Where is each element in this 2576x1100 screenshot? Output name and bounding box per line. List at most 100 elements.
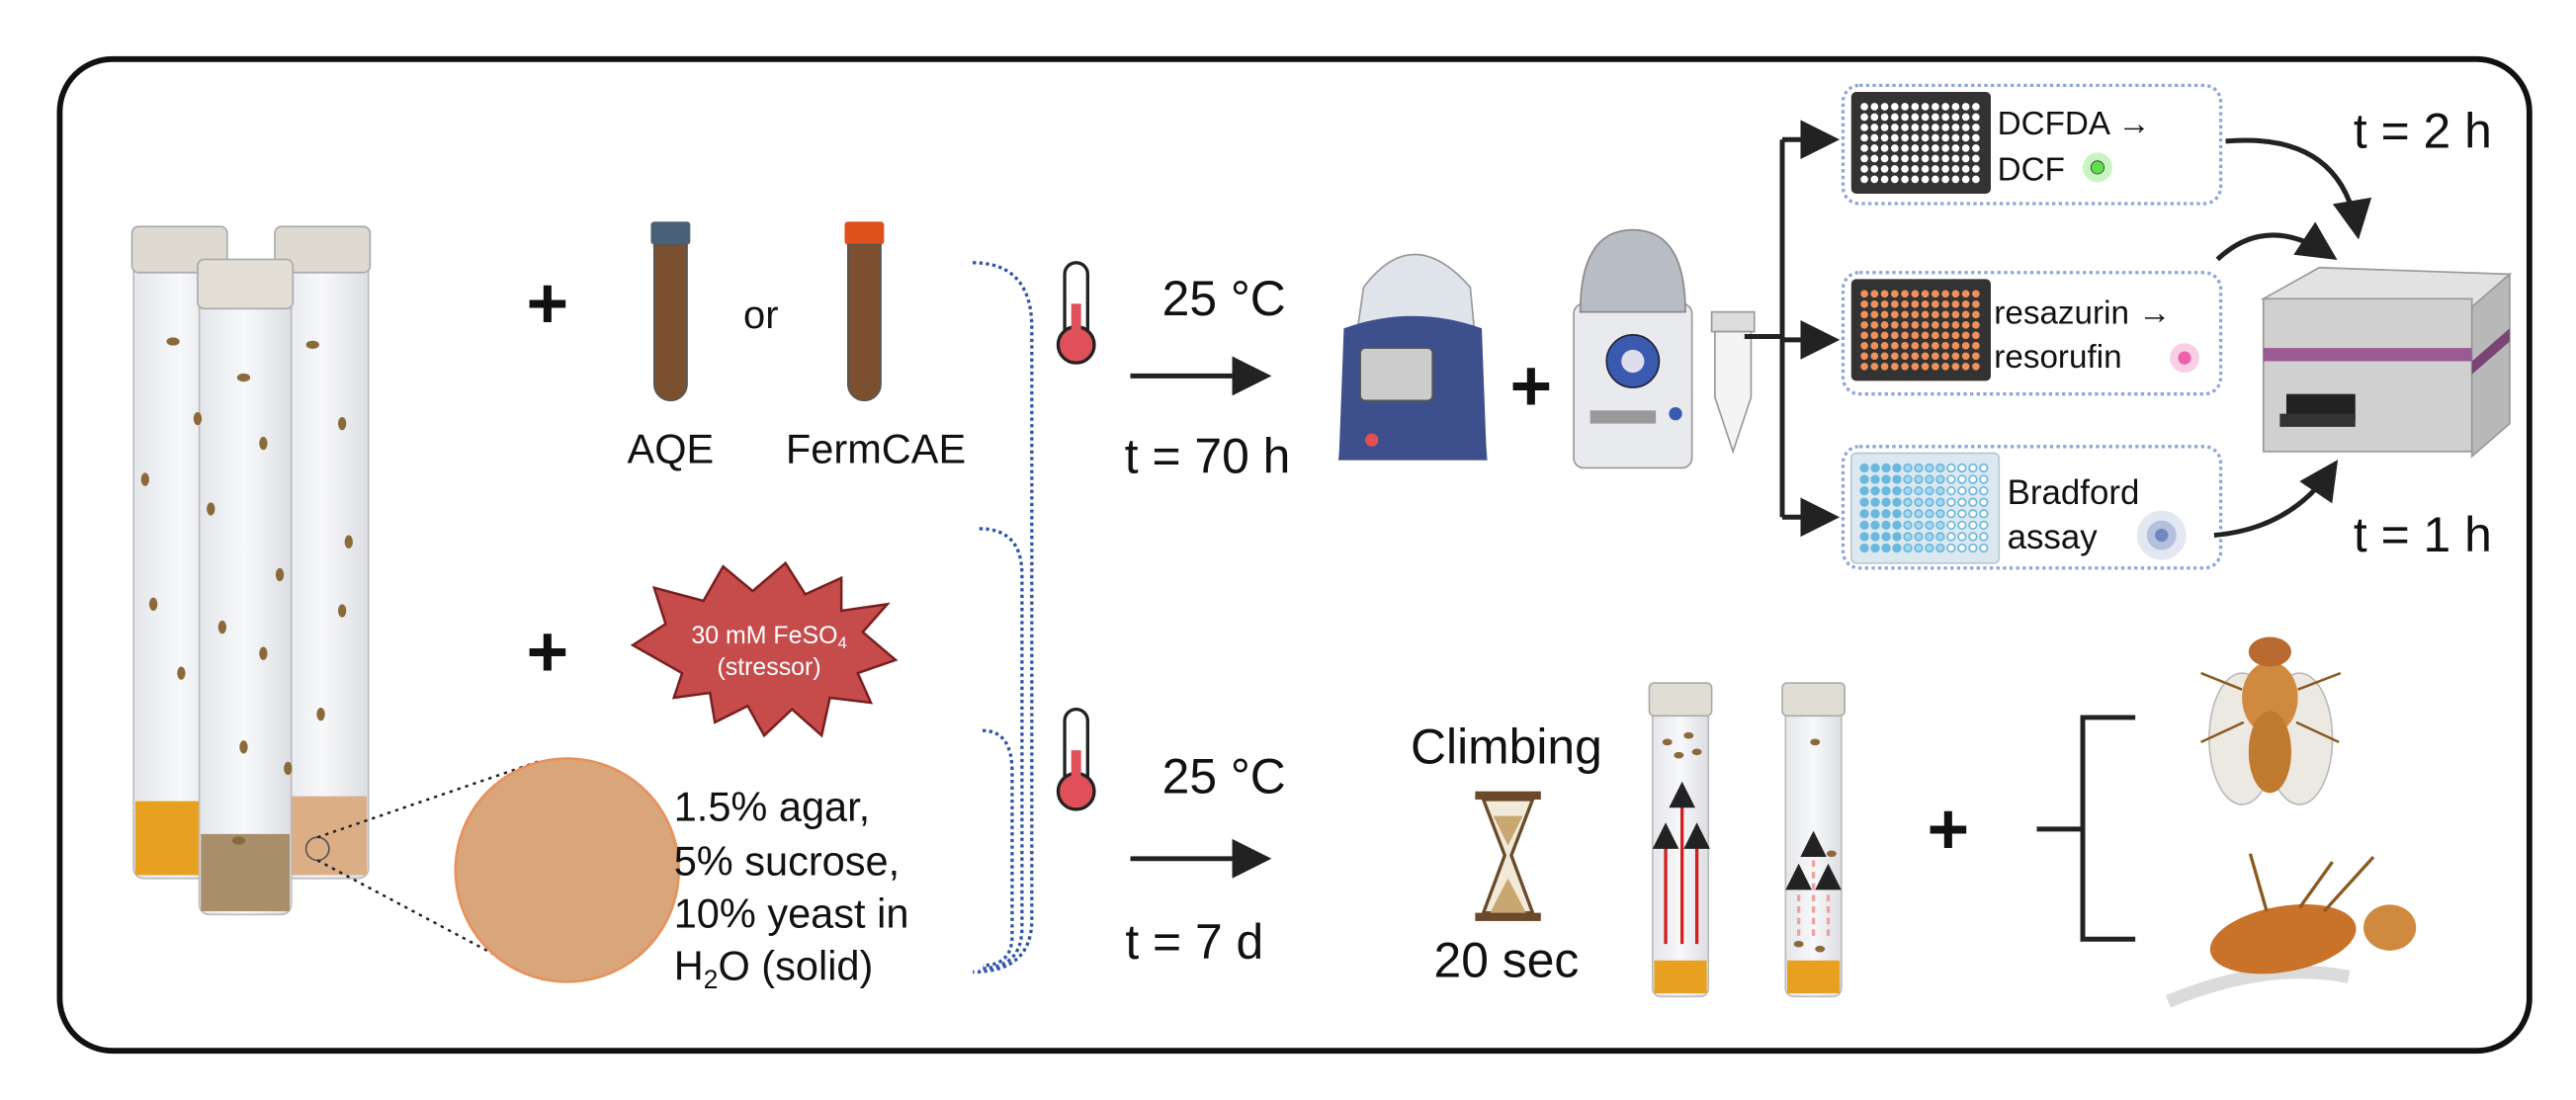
assay-box-resazurin: resazurin → resorufin bbox=[1841, 271, 2223, 396]
plate-well bbox=[1859, 497, 1869, 507]
plate-well bbox=[1870, 331, 1879, 340]
plate-well bbox=[1935, 509, 1945, 519]
assay-line2: resorufin bbox=[1994, 339, 2121, 376]
plate-well bbox=[1860, 113, 1868, 122]
plate-well bbox=[1961, 321, 1970, 329]
flies-in-vials bbox=[140, 337, 353, 845]
plate-well bbox=[1968, 520, 1978, 531]
plate-well bbox=[1859, 485, 1869, 496]
plate-well bbox=[1946, 520, 1956, 531]
plate-well bbox=[1968, 485, 1978, 496]
plate-well bbox=[1957, 497, 1967, 507]
plate-well bbox=[1881, 532, 1891, 542]
plate-well bbox=[1870, 165, 1879, 173]
plate-well bbox=[1911, 331, 1920, 340]
plate-well bbox=[1932, 321, 1939, 329]
climbing-vial-treated bbox=[1781, 682, 1846, 998]
plate-well bbox=[1941, 113, 1949, 122]
plate-well bbox=[1951, 290, 1960, 298]
plate-well bbox=[1941, 124, 1949, 131]
plate-well bbox=[1979, 509, 1989, 519]
plate-well bbox=[1972, 290, 1980, 298]
plate-well bbox=[1859, 520, 1869, 531]
plate-well bbox=[1901, 154, 1909, 163]
plate-well bbox=[1961, 341, 1970, 350]
plate-well bbox=[1951, 133, 1960, 142]
svg-text:30 mM FeSO4: 30 mM FeSO4 bbox=[691, 622, 846, 652]
plate-well bbox=[1951, 300, 1960, 308]
plate-well bbox=[1911, 362, 1920, 371]
plate-well bbox=[1870, 113, 1879, 122]
plate-well bbox=[1961, 300, 1970, 308]
plate-well bbox=[1911, 175, 1920, 184]
plate-well bbox=[1941, 300, 1949, 308]
plate-well bbox=[1901, 352, 1909, 361]
plate-well bbox=[1860, 124, 1868, 131]
plate-well bbox=[1892, 474, 1902, 484]
plate-well bbox=[1892, 485, 1902, 496]
plate-well bbox=[1951, 154, 1960, 163]
plate-well bbox=[1880, 103, 1889, 111]
plate-well bbox=[1901, 113, 1909, 122]
plate-well bbox=[1951, 321, 1960, 329]
plate-well bbox=[1961, 362, 1970, 371]
fly-vials bbox=[130, 225, 372, 916]
plate-well bbox=[1892, 532, 1902, 542]
plate-well bbox=[1914, 485, 1924, 496]
plate-well bbox=[1941, 352, 1949, 361]
plate-well bbox=[1901, 165, 1909, 173]
plate-well bbox=[1870, 103, 1879, 111]
vial-2 bbox=[197, 258, 295, 916]
plate-well bbox=[1870, 133, 1879, 142]
plate-well bbox=[1972, 154, 1980, 163]
plate-well bbox=[1892, 543, 1902, 553]
plate-well bbox=[1961, 144, 1970, 152]
plate-well bbox=[1880, 175, 1889, 184]
plate-well bbox=[1870, 310, 1879, 319]
plate-well bbox=[1921, 341, 1930, 350]
plate-well bbox=[1921, 331, 1930, 340]
plate-well bbox=[1903, 532, 1913, 542]
plate-well bbox=[1972, 165, 1980, 173]
phenotype-bracket bbox=[2036, 715, 2136, 942]
plate-well bbox=[1901, 310, 1909, 319]
plate-well bbox=[1946, 532, 1956, 542]
extract-aqe-label: AQE bbox=[628, 425, 715, 471]
plate-well bbox=[1860, 175, 1868, 184]
plate-well bbox=[1968, 463, 1978, 473]
outer-frame bbox=[56, 55, 2533, 1055]
plate-well bbox=[1968, 543, 1978, 553]
plate-well bbox=[1921, 290, 1930, 298]
branch-arrows bbox=[1744, 120, 1841, 538]
assay-line1: Bradford bbox=[2008, 473, 2140, 512]
plate-well bbox=[1870, 154, 1879, 163]
plate-well bbox=[1880, 144, 1889, 152]
plate-well bbox=[1880, 133, 1889, 142]
plate-well bbox=[1921, 352, 1930, 361]
plate-well bbox=[1891, 165, 1899, 173]
plate-well bbox=[1880, 352, 1889, 361]
plate-well bbox=[1979, 543, 1989, 553]
plate-well bbox=[1935, 543, 1945, 553]
plate-well bbox=[1921, 175, 1930, 184]
plate-well bbox=[1860, 362, 1868, 371]
plate-well bbox=[1901, 175, 1909, 184]
plate-well bbox=[1880, 341, 1889, 350]
plate-well bbox=[1891, 321, 1899, 329]
plate-well bbox=[1880, 362, 1889, 371]
plate-well bbox=[1957, 509, 1967, 519]
plate-well bbox=[1880, 310, 1889, 319]
plate-well bbox=[1880, 321, 1889, 329]
plate-well bbox=[1901, 144, 1909, 152]
stressor-starburst: 30 mM FeSO4 (stressor) bbox=[630, 560, 899, 738]
plate-well bbox=[1972, 331, 1980, 340]
plate-well bbox=[1880, 165, 1889, 173]
incubation-temperature-top: 25 °C bbox=[1162, 271, 1286, 326]
plate-well bbox=[1932, 310, 1939, 319]
plate-well bbox=[1925, 485, 1934, 496]
plate-well bbox=[1911, 290, 1920, 298]
plate-well bbox=[1921, 362, 1930, 371]
plate-well bbox=[1903, 463, 1913, 473]
plate-well bbox=[1935, 485, 1945, 496]
plate-well bbox=[1957, 520, 1967, 531]
